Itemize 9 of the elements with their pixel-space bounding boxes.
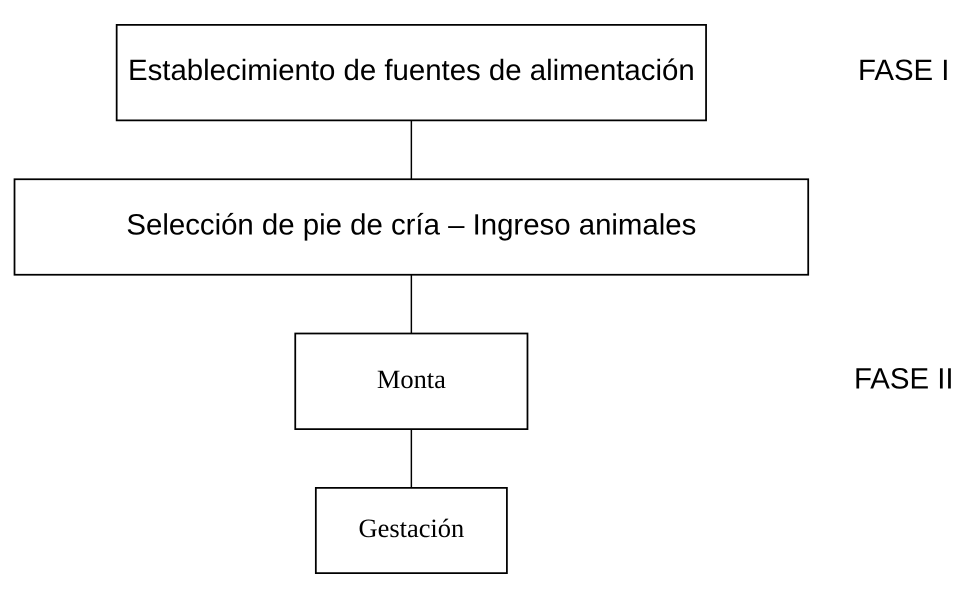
node-box: Monta (294, 332, 528, 430)
node-box: Establecimiento de fuentes de alimentación (116, 24, 707, 122)
label: FASE I (858, 54, 950, 87)
connector (410, 429, 412, 488)
node-box: Selección de pie de cría – Ingreso animales (14, 178, 810, 276)
label: FASE II (854, 362, 954, 396)
connector (410, 275, 412, 334)
connector (410, 120, 412, 179)
node-box: Gestación (314, 486, 508, 574)
